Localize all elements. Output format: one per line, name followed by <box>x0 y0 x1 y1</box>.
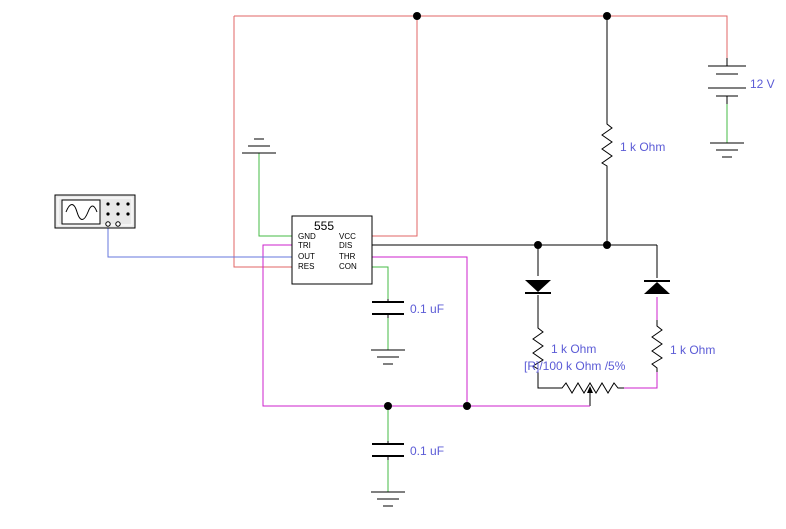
junction-dot <box>603 241 611 249</box>
timer-555-chip[interactable]: 555 GND TRI OUT RES VCC DIS THR CON <box>291 215 373 285</box>
junction-dot <box>413 12 421 20</box>
resistor-right-label: 1 k Ohm <box>670 343 715 357</box>
ground-symbol-gnd <box>242 138 276 154</box>
capacitor-con[interactable] <box>372 301 404 315</box>
ground-symbol-timing <box>371 491 405 507</box>
pin-con: CON <box>339 262 357 271</box>
potentiometer[interactable] <box>556 382 624 396</box>
junctions <box>384 12 611 410</box>
reset-wire <box>233 16 292 268</box>
resistor-top-label: 1 k Ohm <box>620 140 665 154</box>
resistor-right[interactable] <box>651 320 663 372</box>
junction-dot <box>603 12 611 20</box>
scope-wire <box>107 225 292 258</box>
sine-wave-icon <box>65 204 98 220</box>
ground-symbol-con <box>371 349 405 365</box>
potentiometer-label: [R]/100 k Ohm /5% <box>524 359 626 373</box>
capacitor-con-label: 0.1 uF <box>410 302 444 316</box>
pin-res: RES <box>298 262 314 271</box>
vcc-rail <box>234 15 728 58</box>
timing-wires <box>262 244 658 407</box>
capacitor-timing-label: 0.1 uF <box>410 444 444 458</box>
gnd-pin-wire <box>258 153 292 237</box>
diode-left[interactable] <box>525 280 551 294</box>
pin-tri: TRI <box>298 241 311 250</box>
pin-vcc: VCC <box>339 232 356 241</box>
chip-title: 555 <box>314 219 334 233</box>
ground-symbol-battery <box>710 142 744 158</box>
battery[interactable] <box>708 58 746 104</box>
pin-gnd: GND <box>298 232 316 241</box>
capacitor-timing[interactable] <box>372 443 404 457</box>
junction-dot <box>534 241 542 249</box>
thr-wire <box>372 256 468 406</box>
pin-thr: THR <box>339 252 356 261</box>
oscilloscope[interactable] <box>54 194 136 229</box>
r-right-bot-wire <box>624 372 658 389</box>
ground-wires <box>258 104 728 492</box>
resistor-top[interactable] <box>601 118 613 172</box>
battery-label: 12 V <box>750 77 775 91</box>
junction-dot <box>384 402 392 410</box>
r-left-bot-wire <box>537 372 556 389</box>
con-wire <box>372 266 389 299</box>
resistor-left[interactable] <box>532 322 544 372</box>
diode-right[interactable] <box>644 280 670 294</box>
signal-wires <box>372 16 658 406</box>
resistor-left-label: 1 k Ohm <box>551 342 596 356</box>
junction-dot <box>463 402 471 410</box>
vcc-pin-wire <box>372 16 418 237</box>
power-wires <box>233 15 728 268</box>
tri-wire <box>262 244 590 407</box>
pin-dis: DIS <box>339 241 352 250</box>
pin-out: OUT <box>298 252 315 261</box>
